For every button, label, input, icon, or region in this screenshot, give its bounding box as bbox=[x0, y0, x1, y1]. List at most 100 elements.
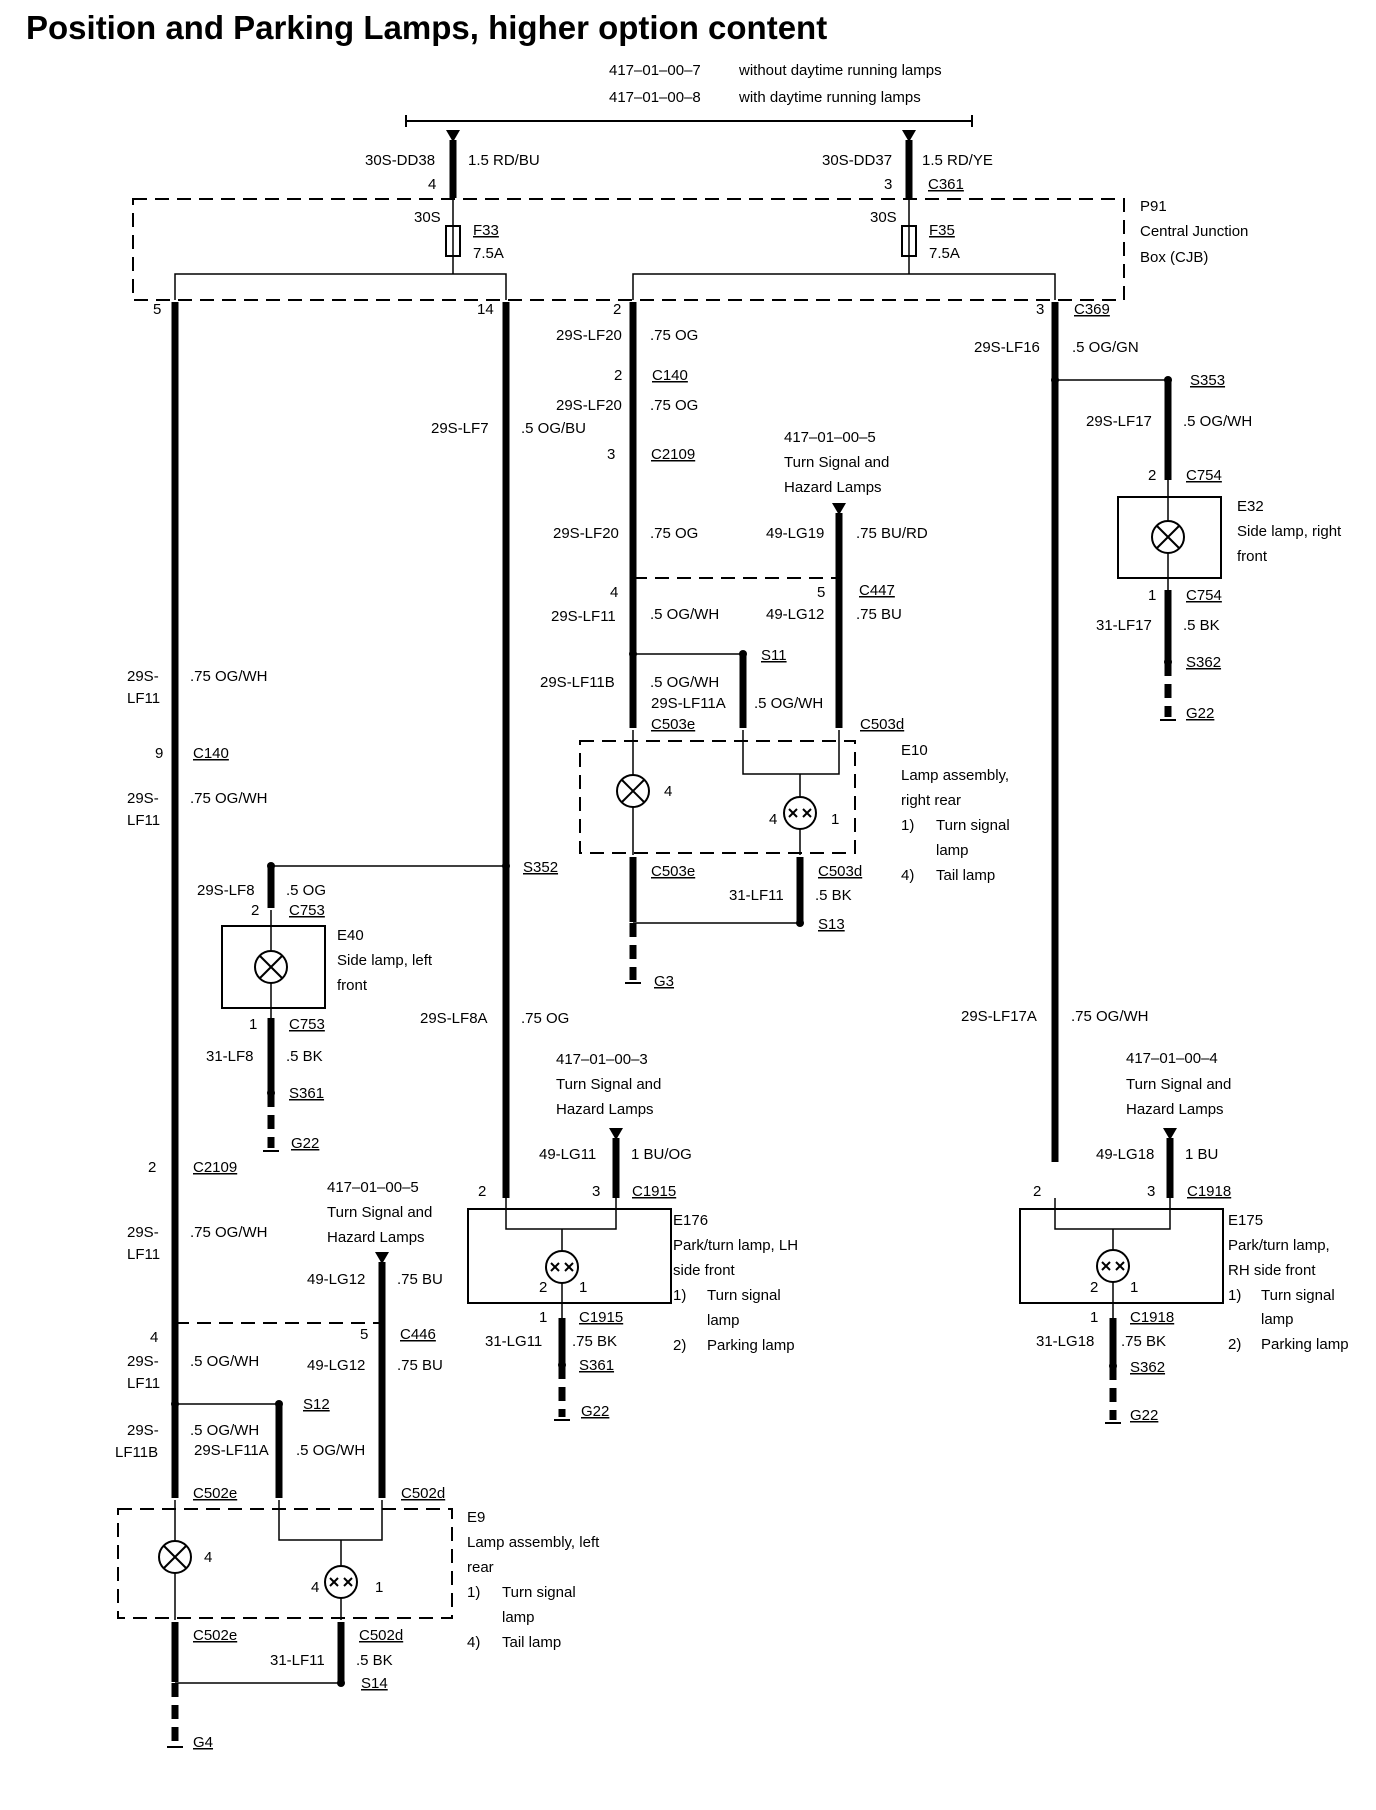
wire-label-31-lg18: .75 BK bbox=[1121, 1333, 1166, 1350]
e175-item1-line1: Turn signal bbox=[1261, 1287, 1335, 1304]
wire-label-30s-dd38: 1.5 RD/BU bbox=[468, 152, 540, 169]
wire-label-lf11b-a: .75 OG/WH bbox=[190, 790, 268, 807]
pin-4-c447: 4 bbox=[610, 584, 618, 601]
conn-c754-top: C754 bbox=[1186, 467, 1222, 484]
pin-3-c1915: 3 bbox=[592, 1183, 600, 1200]
wire-label-lf11b-b: .5 OG/WH bbox=[650, 674, 719, 691]
e9-item2-num: 4) bbox=[467, 1634, 480, 1651]
conn-c502d-top: C502d bbox=[401, 1485, 445, 1502]
splice-s352: S352 bbox=[523, 859, 558, 876]
pin-2-c2109-a: 2 bbox=[148, 1159, 156, 1176]
e9-dual-feed-right bbox=[341, 1500, 383, 1541]
circuit-49-lg11: 49-LG11 bbox=[539, 1146, 596, 1163]
circuit-49-lg18: 49-LG18 bbox=[1096, 1146, 1154, 1163]
e175-item2-text: Parking lamp bbox=[1261, 1336, 1349, 1353]
e176-line1: Park/turn lamp, LH bbox=[673, 1237, 798, 1254]
ref-code-col-b: 417–01–00–5 bbox=[784, 429, 876, 446]
e10-item2-num: 4) bbox=[901, 867, 914, 884]
pin-5-c447: 5 bbox=[817, 584, 825, 601]
circuit-29s-lf16: 29S-LF16 bbox=[974, 339, 1040, 356]
s11-dot-left bbox=[629, 650, 637, 658]
ground-g22-lf7: G22 bbox=[291, 1135, 319, 1152]
ref-line1-col-b: Turn Signal and bbox=[784, 454, 889, 471]
arrow-feed-left bbox=[446, 130, 460, 142]
ref-desc-1: without daytime running lamps bbox=[738, 62, 942, 79]
ref-desc-2: with daytime running lamps bbox=[738, 89, 921, 106]
e40-line1: Side lamp, left bbox=[337, 952, 433, 969]
e9-item1-line2: lamp bbox=[502, 1609, 535, 1626]
e176-pin-left: 2 bbox=[539, 1279, 547, 1296]
circuit-lf11e-a-l2: LF11B bbox=[115, 1444, 158, 1461]
wire-label-lf11c-a: .75 OG/WH bbox=[190, 1224, 268, 1241]
e9-box bbox=[117, 1508, 453, 1619]
conn-c1915-top: C1915 bbox=[632, 1183, 676, 1200]
conn-c1915-bot: C1915 bbox=[579, 1309, 623, 1326]
splice-s11: S11 bbox=[761, 647, 787, 664]
pin-3-c369: 3 bbox=[1036, 301, 1044, 318]
circuit-30s-dd37: 30S-DD37 bbox=[822, 152, 892, 169]
cjb-name-line1: Central Junction bbox=[1140, 223, 1248, 240]
arrow-ts-col-d bbox=[1163, 1128, 1177, 1140]
circuit-49-lg19: 49-LG19 bbox=[766, 525, 824, 542]
e175-item2-num: 2) bbox=[1228, 1336, 1241, 1353]
wire-label-31-lf8: .5 BK bbox=[286, 1048, 323, 1065]
pin-2-c1918: 2 bbox=[1033, 1183, 1041, 1200]
ref-code-2: 417–01–00–8 bbox=[609, 89, 701, 106]
conn-c369: C369 bbox=[1074, 301, 1110, 318]
circuit-29s-lf11-b: 29S-LF11 bbox=[551, 608, 616, 625]
ground-g22-d: G22 bbox=[1186, 705, 1214, 722]
s352-dot bbox=[502, 862, 510, 870]
conn-c1918-top: C1918 bbox=[1187, 1183, 1231, 1200]
e10-line1: Lamp assembly, bbox=[901, 767, 1009, 784]
wire-label-29s-lf8a: .75 OG bbox=[521, 1010, 569, 1027]
circuit-49-lg12-a-top: 49-LG12 bbox=[307, 1271, 365, 1288]
wire-label-49-lg12-b: .75 BU bbox=[856, 606, 902, 623]
wire-label-lf11-b: .5 OG/WH bbox=[650, 606, 719, 623]
wire-label-49-lg12-a-top: .75 BU bbox=[397, 1271, 443, 1288]
page-title: Position and Parking Lamps, higher optio… bbox=[26, 9, 827, 46]
ref-line2-col-b: Hazard Lamps bbox=[784, 479, 882, 496]
conn-c503e-top: C503e bbox=[651, 716, 695, 733]
pin-1-c1915: 1 bbox=[539, 1309, 547, 1326]
circuit-29s-lf20-3: 29S-LF20 bbox=[553, 525, 619, 542]
cjb-bus-right bbox=[632, 273, 1056, 300]
splice-s362: S362 bbox=[1186, 654, 1221, 671]
e175-box bbox=[1019, 1208, 1224, 1304]
e176-bulb-icon bbox=[545, 1250, 579, 1284]
cjb-bus-left bbox=[174, 273, 507, 300]
e9-id: E9 bbox=[467, 1509, 485, 1526]
e40-bulb-icon bbox=[254, 950, 288, 984]
arrow-ts-col-lf7 bbox=[609, 1128, 623, 1140]
wire-label-lf20-1: .75 OG bbox=[650, 327, 698, 344]
e40-box bbox=[221, 925, 326, 1009]
wire-label-49-lg11: 1 BU/OG bbox=[631, 1146, 692, 1163]
e176-line2: side front bbox=[673, 1262, 736, 1279]
e175-feed-right bbox=[1113, 1198, 1171, 1230]
e9-dual-feed-left bbox=[278, 1500, 341, 1541]
splice-s14: S14 bbox=[361, 1675, 388, 1692]
splice-s12: S12 bbox=[303, 1396, 330, 1413]
circuit-29s-lf11a-b: 29S-LF11A bbox=[651, 695, 726, 712]
wire-label-31-lf11-a: .5 BK bbox=[356, 1652, 393, 1669]
pin-4-c446: 4 bbox=[150, 1329, 158, 1346]
wire-label-49-lg12-a: .75 BU bbox=[397, 1357, 443, 1374]
ref-line1-col-d: Turn Signal and bbox=[1126, 1076, 1231, 1093]
e176-item1-num: 1) bbox=[673, 1287, 686, 1304]
conn-c140-a: C140 bbox=[193, 745, 229, 762]
pin-2-c1915: 2 bbox=[478, 1183, 486, 1200]
circuit-49-lg12-a: 49-LG12 bbox=[307, 1357, 365, 1374]
s14-dot bbox=[337, 1679, 345, 1687]
circuit-29s-lf8: 29S-LF8 bbox=[197, 882, 255, 899]
fuse-f35-icon bbox=[901, 225, 917, 257]
conn-c1918-bot: C1918 bbox=[1130, 1309, 1174, 1326]
ref-line2-col-d: Hazard Lamps bbox=[1126, 1101, 1224, 1118]
splice-s361: S361 bbox=[289, 1085, 324, 1102]
fuse-f33-rating: 7.5A bbox=[473, 245, 504, 262]
circuit-29s-lf17a: 29S-LF17A bbox=[961, 1008, 1037, 1025]
cjb-box bbox=[132, 198, 1125, 301]
circuit-29s-lf11a-a: 29S-LF11A bbox=[194, 1442, 269, 1459]
e32-bulb-icon bbox=[1151, 520, 1185, 554]
conn-c2109-b: C2109 bbox=[651, 446, 695, 463]
wire-label-30s-dd37: 1.5 RD/YE bbox=[922, 152, 993, 169]
